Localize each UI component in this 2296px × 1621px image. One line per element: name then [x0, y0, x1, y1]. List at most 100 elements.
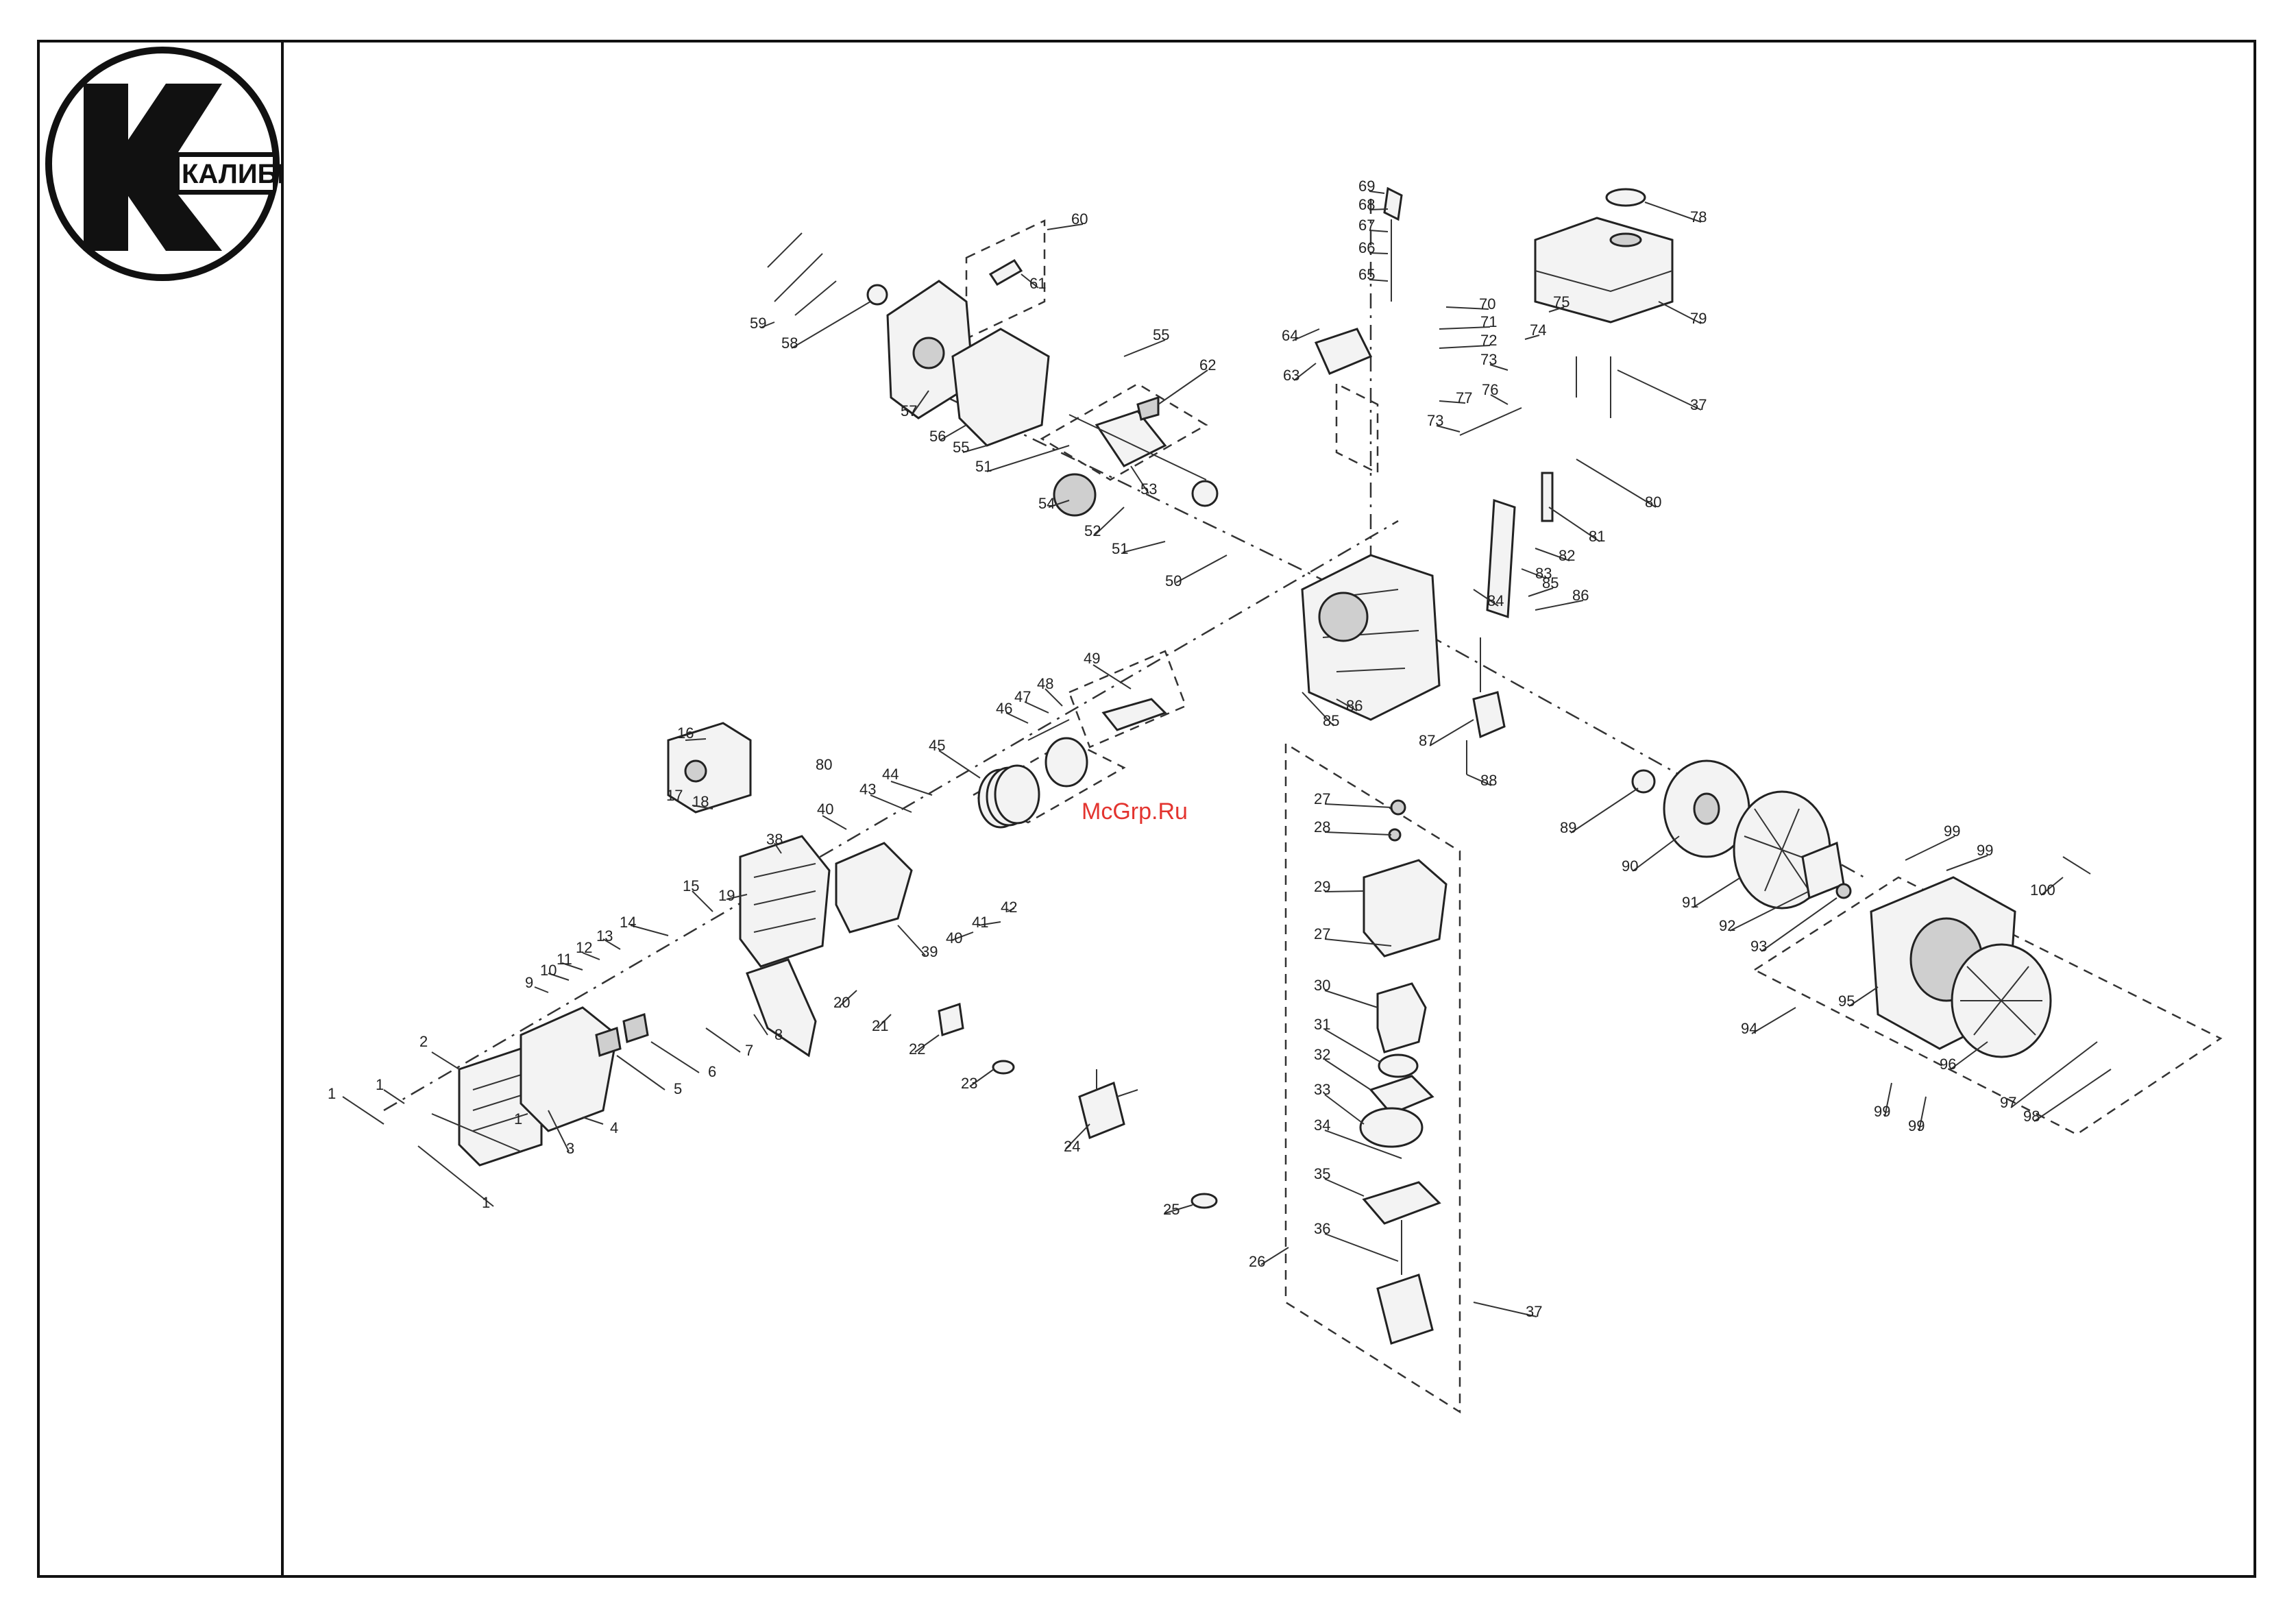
- callout-34: 34: [1314, 1117, 1330, 1134]
- callout-23: 23: [961, 1075, 977, 1092]
- gasket-23: [992, 1060, 1015, 1075]
- callout-88: 88: [1480, 772, 1497, 789]
- callout-59: 59: [750, 315, 766, 332]
- valve-gasket: [520, 1006, 618, 1132]
- callout-40: 40: [817, 801, 833, 818]
- callout-99: 99: [1977, 842, 1993, 859]
- callout-20: 20: [833, 994, 850, 1011]
- callout-15: 15: [683, 877, 699, 894]
- callout-30: 30: [1314, 977, 1330, 994]
- exhaust-gasket: [835, 842, 913, 934]
- callout-7: 7: [745, 1042, 753, 1059]
- oil-seal-89: [1631, 769, 1656, 794]
- callout-45: 45: [929, 737, 945, 754]
- ignition-coil: [1472, 691, 1506, 739]
- callout-61: 61: [1029, 275, 1046, 292]
- cover-bolts: [767, 232, 837, 316]
- callout-56: 56: [929, 428, 946, 445]
- callout-51: 51: [975, 458, 992, 475]
- callout-55: 55: [1153, 326, 1169, 343]
- callout-89: 89: [1560, 819, 1576, 836]
- callout-13: 13: [596, 927, 613, 944]
- frame-piston-rod: [1068, 650, 1187, 748]
- callout-85: 85: [1323, 712, 1339, 729]
- callout-85: 85: [1542, 574, 1559, 592]
- callout-74: 74: [1530, 321, 1546, 339]
- callout-83: 83: [1535, 565, 1552, 582]
- callout-19: 19: [718, 887, 735, 904]
- nut-93: [1835, 883, 1852, 899]
- callout-8: 8: [774, 1026, 783, 1043]
- callout-92: 92: [1719, 917, 1735, 934]
- frame-air-filter: [1284, 742, 1461, 1414]
- callout-64: 64: [1282, 327, 1298, 344]
- callout-22: 22: [909, 1040, 925, 1058]
- callout-43: 43: [859, 781, 876, 798]
- rocker-5: [595, 1027, 622, 1057]
- callout-86: 86: [1572, 587, 1589, 604]
- callout-66: 66: [1358, 239, 1375, 256]
- callout-25: 25: [1163, 1201, 1180, 1218]
- callout-69: 69: [1358, 178, 1375, 195]
- fuel-line: [1459, 407, 1522, 436]
- callout-73: 73: [1427, 412, 1443, 429]
- callout-47: 47: [1014, 688, 1031, 705]
- callout-40: 40: [946, 929, 962, 947]
- head-cover-17: [667, 722, 752, 814]
- callout-9: 9: [525, 974, 533, 991]
- governor-lever-69: [1383, 186, 1403, 221]
- nut-27: [1390, 799, 1406, 816]
- piston: [1045, 737, 1088, 788]
- callout-48: 48: [1037, 675, 1053, 692]
- callout-18: 18: [692, 793, 709, 810]
- callout-2: 2: [419, 1033, 428, 1050]
- callout-38: 38: [766, 831, 783, 848]
- callout-53: 53: [1140, 480, 1157, 498]
- callout-28: 28: [1314, 818, 1330, 836]
- callout-96: 96: [1940, 1056, 1956, 1073]
- frame-throttle: [1335, 382, 1379, 475]
- callout-95: 95: [1838, 992, 1855, 1010]
- callout-37: 37: [1690, 396, 1707, 413]
- callout-5: 5: [674, 1080, 682, 1097]
- axis-main: [383, 520, 1399, 1112]
- callout-21: 21: [872, 1017, 888, 1034]
- callout-98: 98: [2023, 1108, 2040, 1125]
- cylinder-bore: [1318, 592, 1369, 642]
- callout-3: 3: [566, 1140, 574, 1157]
- callout-97: 97: [2000, 1094, 2016, 1111]
- callout-4: 4: [610, 1119, 618, 1136]
- logo-text: КАЛИБР: [182, 159, 282, 189]
- callout-58: 58: [781, 334, 798, 352]
- callout-51: 51: [1112, 540, 1128, 557]
- throttle-bracket: [1314, 328, 1373, 375]
- callout-94: 94: [1741, 1020, 1757, 1037]
- callout-82: 82: [1559, 547, 1575, 564]
- callout-24: 24: [1064, 1138, 1080, 1155]
- carburetor: [1078, 1081, 1125, 1140]
- callout-10: 10: [540, 962, 557, 979]
- bearing-51: [1191, 480, 1219, 507]
- callout-91: 91: [1682, 894, 1698, 911]
- callout-90: 90: [1622, 857, 1638, 875]
- callout-27: 27: [1314, 925, 1330, 942]
- watermark: McGrp.Ru: [1082, 799, 1188, 825]
- callout-1: 1: [482, 1194, 490, 1211]
- callout-36: 36: [1314, 1220, 1330, 1237]
- callout-55: 55: [953, 439, 969, 456]
- engine-exploded-diagram: 1111234567891011121314151617181920212223…: [328, 178, 2223, 1414]
- callout-84: 84: [1487, 592, 1504, 609]
- fuel-cap: [1605, 188, 1646, 207]
- callout-99: 99: [1874, 1103, 1890, 1120]
- callout-39: 39: [921, 943, 938, 960]
- callout-70: 70: [1479, 295, 1495, 313]
- callout-44: 44: [882, 766, 899, 783]
- callout-75: 75: [1553, 293, 1570, 310]
- callout-57: 57: [901, 402, 917, 419]
- callout-16: 16: [677, 724, 694, 742]
- callout-65: 65: [1358, 266, 1375, 283]
- kalibr-logo: КАЛИБР: [45, 47, 282, 281]
- outer-frame: [37, 40, 2256, 1578]
- callout-76: 76: [1482, 381, 1498, 398]
